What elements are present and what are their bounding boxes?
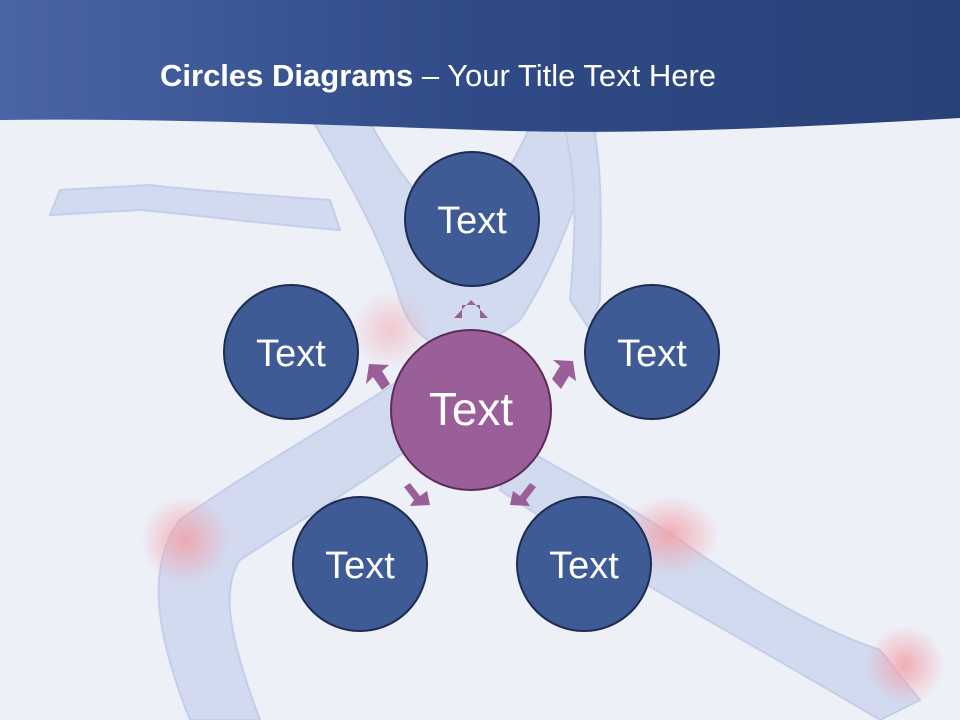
arrow-right [552,360,576,389]
satellite-bottom-left: Text [292,496,428,632]
arrow-lower-right [510,483,536,506]
arrow-left [366,364,390,390]
satellite-right: Text [584,284,720,420]
satellite-bottom-right: Text [516,496,652,632]
arrow-lower-left [404,483,430,506]
satellite-label: Text [617,333,687,375]
center-label: Text [429,383,514,435]
satellite-left: Text [223,284,359,420]
satellite-label: Text [256,333,326,375]
satellite-label: Text [549,545,619,587]
connector-arrows [366,300,576,506]
satellite-label: Text [437,200,507,242]
title-rest: Your Title Text Here [447,58,717,93]
title-dash: – [413,58,448,93]
header-band [0,0,960,132]
slide-title: Circles Diagrams – Your Title Text Here [160,56,716,96]
arrow-up [454,300,488,318]
satellite-label: Text [325,545,395,587]
satellite-top: Text [404,151,540,287]
center-circle: Text [390,329,552,491]
title-bold-part: Circles Diagrams [160,58,414,93]
